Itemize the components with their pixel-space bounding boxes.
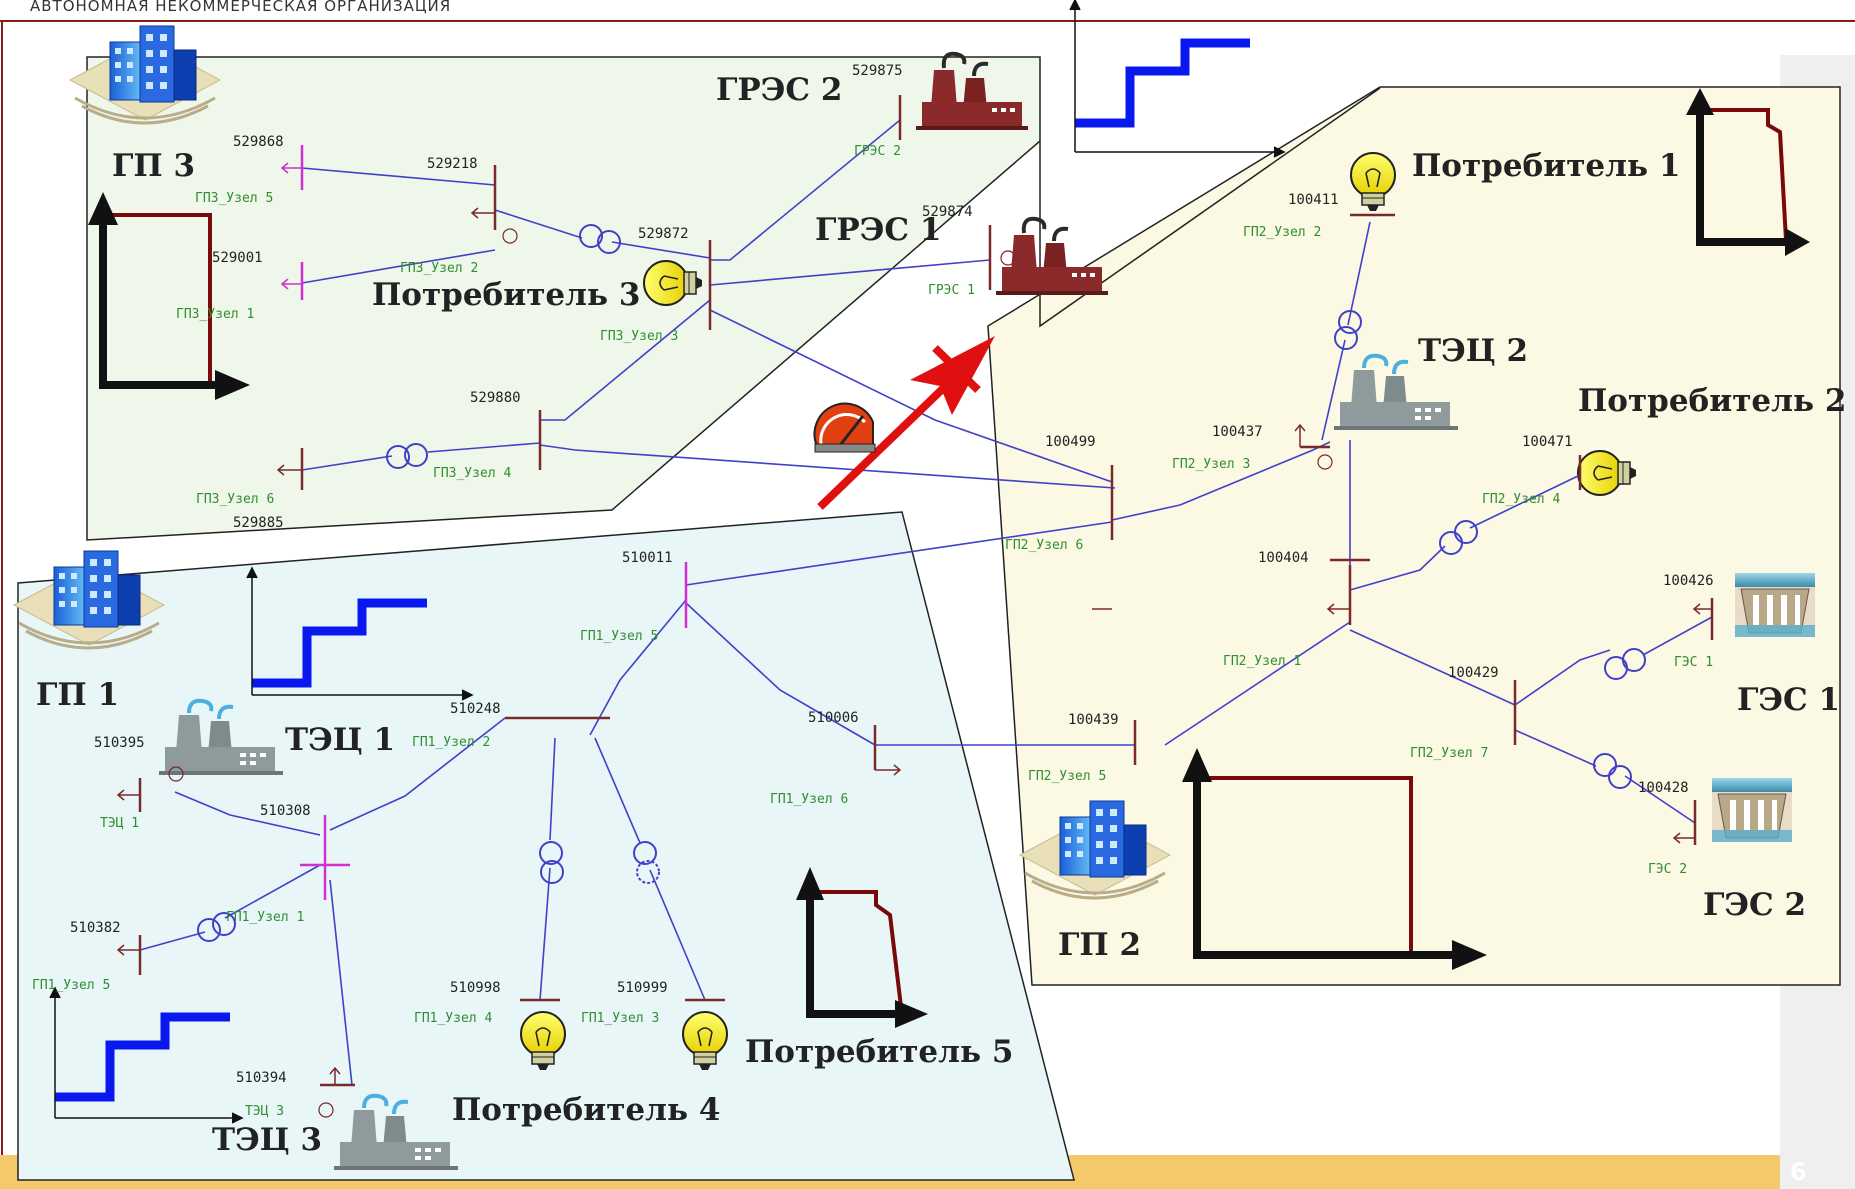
consumer2-label: Потребитель 2: [1578, 383, 1846, 419]
label-nodes-gp2_u4: ГП2_Узел 4: [1482, 492, 1560, 507]
organization-header: АВТОНОМНАЯ НЕКОММЕРЧЕСКАЯ ОРГАНИЗАЦИЯ: [30, 0, 451, 15]
meter-icon: [815, 404, 875, 452]
ges2-label: ГЭС 2: [1703, 887, 1806, 923]
label-numbers-n510308: 510308: [260, 803, 311, 819]
label-nodes-tec1: ТЭЦ 1: [100, 816, 139, 831]
consumer3-label: Потребитель 3: [372, 277, 640, 313]
label-numbers-n529875: 529875: [852, 63, 903, 79]
label-nodes-gres1: ГРЭС 1: [928, 283, 975, 298]
label-nodes-gp2_u1: ГП2_Узел 1: [1223, 654, 1301, 669]
label-numbers-n529001: 529001: [212, 250, 263, 266]
label-numbers-n100429: 100429: [1448, 665, 1499, 681]
label-numbers-n100426: 100426: [1663, 573, 1714, 589]
label-numbers-n100437: 100437: [1212, 424, 1263, 440]
consumer5-label: Потребитель 5: [745, 1034, 1013, 1070]
label-nodes-gp3_u5: ГП3_Узел 5: [195, 191, 273, 206]
label-nodes-gp2_u6: ГП2_Узел 6: [1005, 538, 1083, 553]
label-numbers-n510011: 510011: [622, 550, 673, 566]
label-numbers-n510395: 510395: [94, 735, 145, 751]
gres2-label: ГРЭС 2: [716, 72, 842, 108]
label-numbers-n529872: 529872: [638, 226, 689, 242]
label-nodes-ges2: ГЭС 2: [1648, 862, 1687, 877]
area-label-gp1: ГП 1: [36, 677, 119, 713]
label-numbers-n510382: 510382: [70, 920, 121, 936]
label-numbers-n100411: 100411: [1288, 192, 1339, 208]
label-nodes-gp1_u1: ГП1_Узел 1: [226, 910, 304, 925]
label-nodes-gp1_u3: ГП1_Узел 3: [581, 1011, 659, 1026]
label-nodes-gp1_u5: ГП1_Узел 5: [32, 978, 110, 993]
tec2-label: ТЭЦ 2: [1418, 333, 1528, 369]
area-label-gp2: ГП 2: [1058, 927, 1141, 963]
consumer1-label: Потребитель 1: [1412, 148, 1680, 184]
step-graph-top: [1075, 43, 1250, 123]
tec3-label: ТЭЦ 3: [212, 1122, 322, 1158]
label-numbers-n510394: 510394: [236, 1070, 287, 1086]
label-numbers-n510248: 510248: [450, 701, 501, 717]
label-numbers-n510998: 510998: [450, 980, 501, 996]
ges1-label: ГЭС 1: [1737, 682, 1840, 718]
slide-number: 6: [1790, 1158, 1807, 1186]
label-numbers-n529218: 529218: [427, 156, 478, 172]
label-numbers-n100428: 100428: [1638, 780, 1689, 796]
label-nodes-gp3_u4: ГП3_Узел 4: [433, 466, 511, 481]
label-nodes-tec3: ТЭЦ 3: [245, 1104, 284, 1119]
label-numbers-n529880: 529880: [470, 390, 521, 406]
label-numbers-n529868: 529868: [233, 134, 284, 150]
label-nodes-gp1_u4: ГП1_Узел 4: [414, 1011, 492, 1026]
label-nodes-gp3_u6: ГП3_Узел 6: [196, 492, 274, 507]
label-nodes-gp1_u5: ГП1_Узел 5: [580, 629, 658, 644]
label-nodes-gp2_u7: ГП2_Узел 7: [1410, 746, 1488, 761]
gres1-plant-icon: [996, 219, 1108, 295]
label-nodes-gp3_u3: ГП3_Узел 3: [600, 329, 678, 344]
consumer4-label: Потребитель 4: [452, 1092, 720, 1128]
ges1-dam-icon: [1735, 573, 1815, 637]
tec1-label: ТЭЦ 1: [285, 722, 395, 758]
label-nodes-gp1_u6: ГП1_Узел 6: [770, 792, 848, 807]
label-numbers-n100471: 100471: [1522, 434, 1573, 450]
label-numbers-n100439: 100439: [1068, 712, 1119, 728]
area-label-gp3: ГП 3: [112, 148, 195, 184]
label-nodes-gp1_u2: ГП1_Узел 2: [412, 735, 490, 750]
ges2-dam-icon: [1712, 778, 1792, 842]
label-numbers-n100404: 100404: [1258, 550, 1309, 566]
label-nodes-gp3_u2: ГП3_Узел 2: [400, 261, 478, 276]
label-nodes-gp2_u3: ГП2_Узел 3: [1172, 457, 1250, 472]
label-numbers-n529885: 529885: [233, 515, 284, 531]
label-numbers-n510006: 510006: [808, 710, 859, 726]
label-nodes-gp3_u1: ГП3_Узел 1: [176, 307, 254, 322]
label-numbers-n529874: 529874: [922, 204, 973, 220]
label-nodes-gres2: ГРЭС 2: [854, 144, 901, 159]
label-numbers-n510999: 510999: [617, 980, 668, 996]
label-nodes-gp2_u2: ГП2_Узел 2: [1243, 225, 1321, 240]
area-gp1: [18, 512, 1074, 1180]
label-nodes-ges1: ГЭС 1: [1674, 655, 1713, 670]
label-numbers-n100499: 100499: [1045, 434, 1096, 450]
label-nodes-gp2_u5: ГП2_Узел 5: [1028, 769, 1106, 784]
